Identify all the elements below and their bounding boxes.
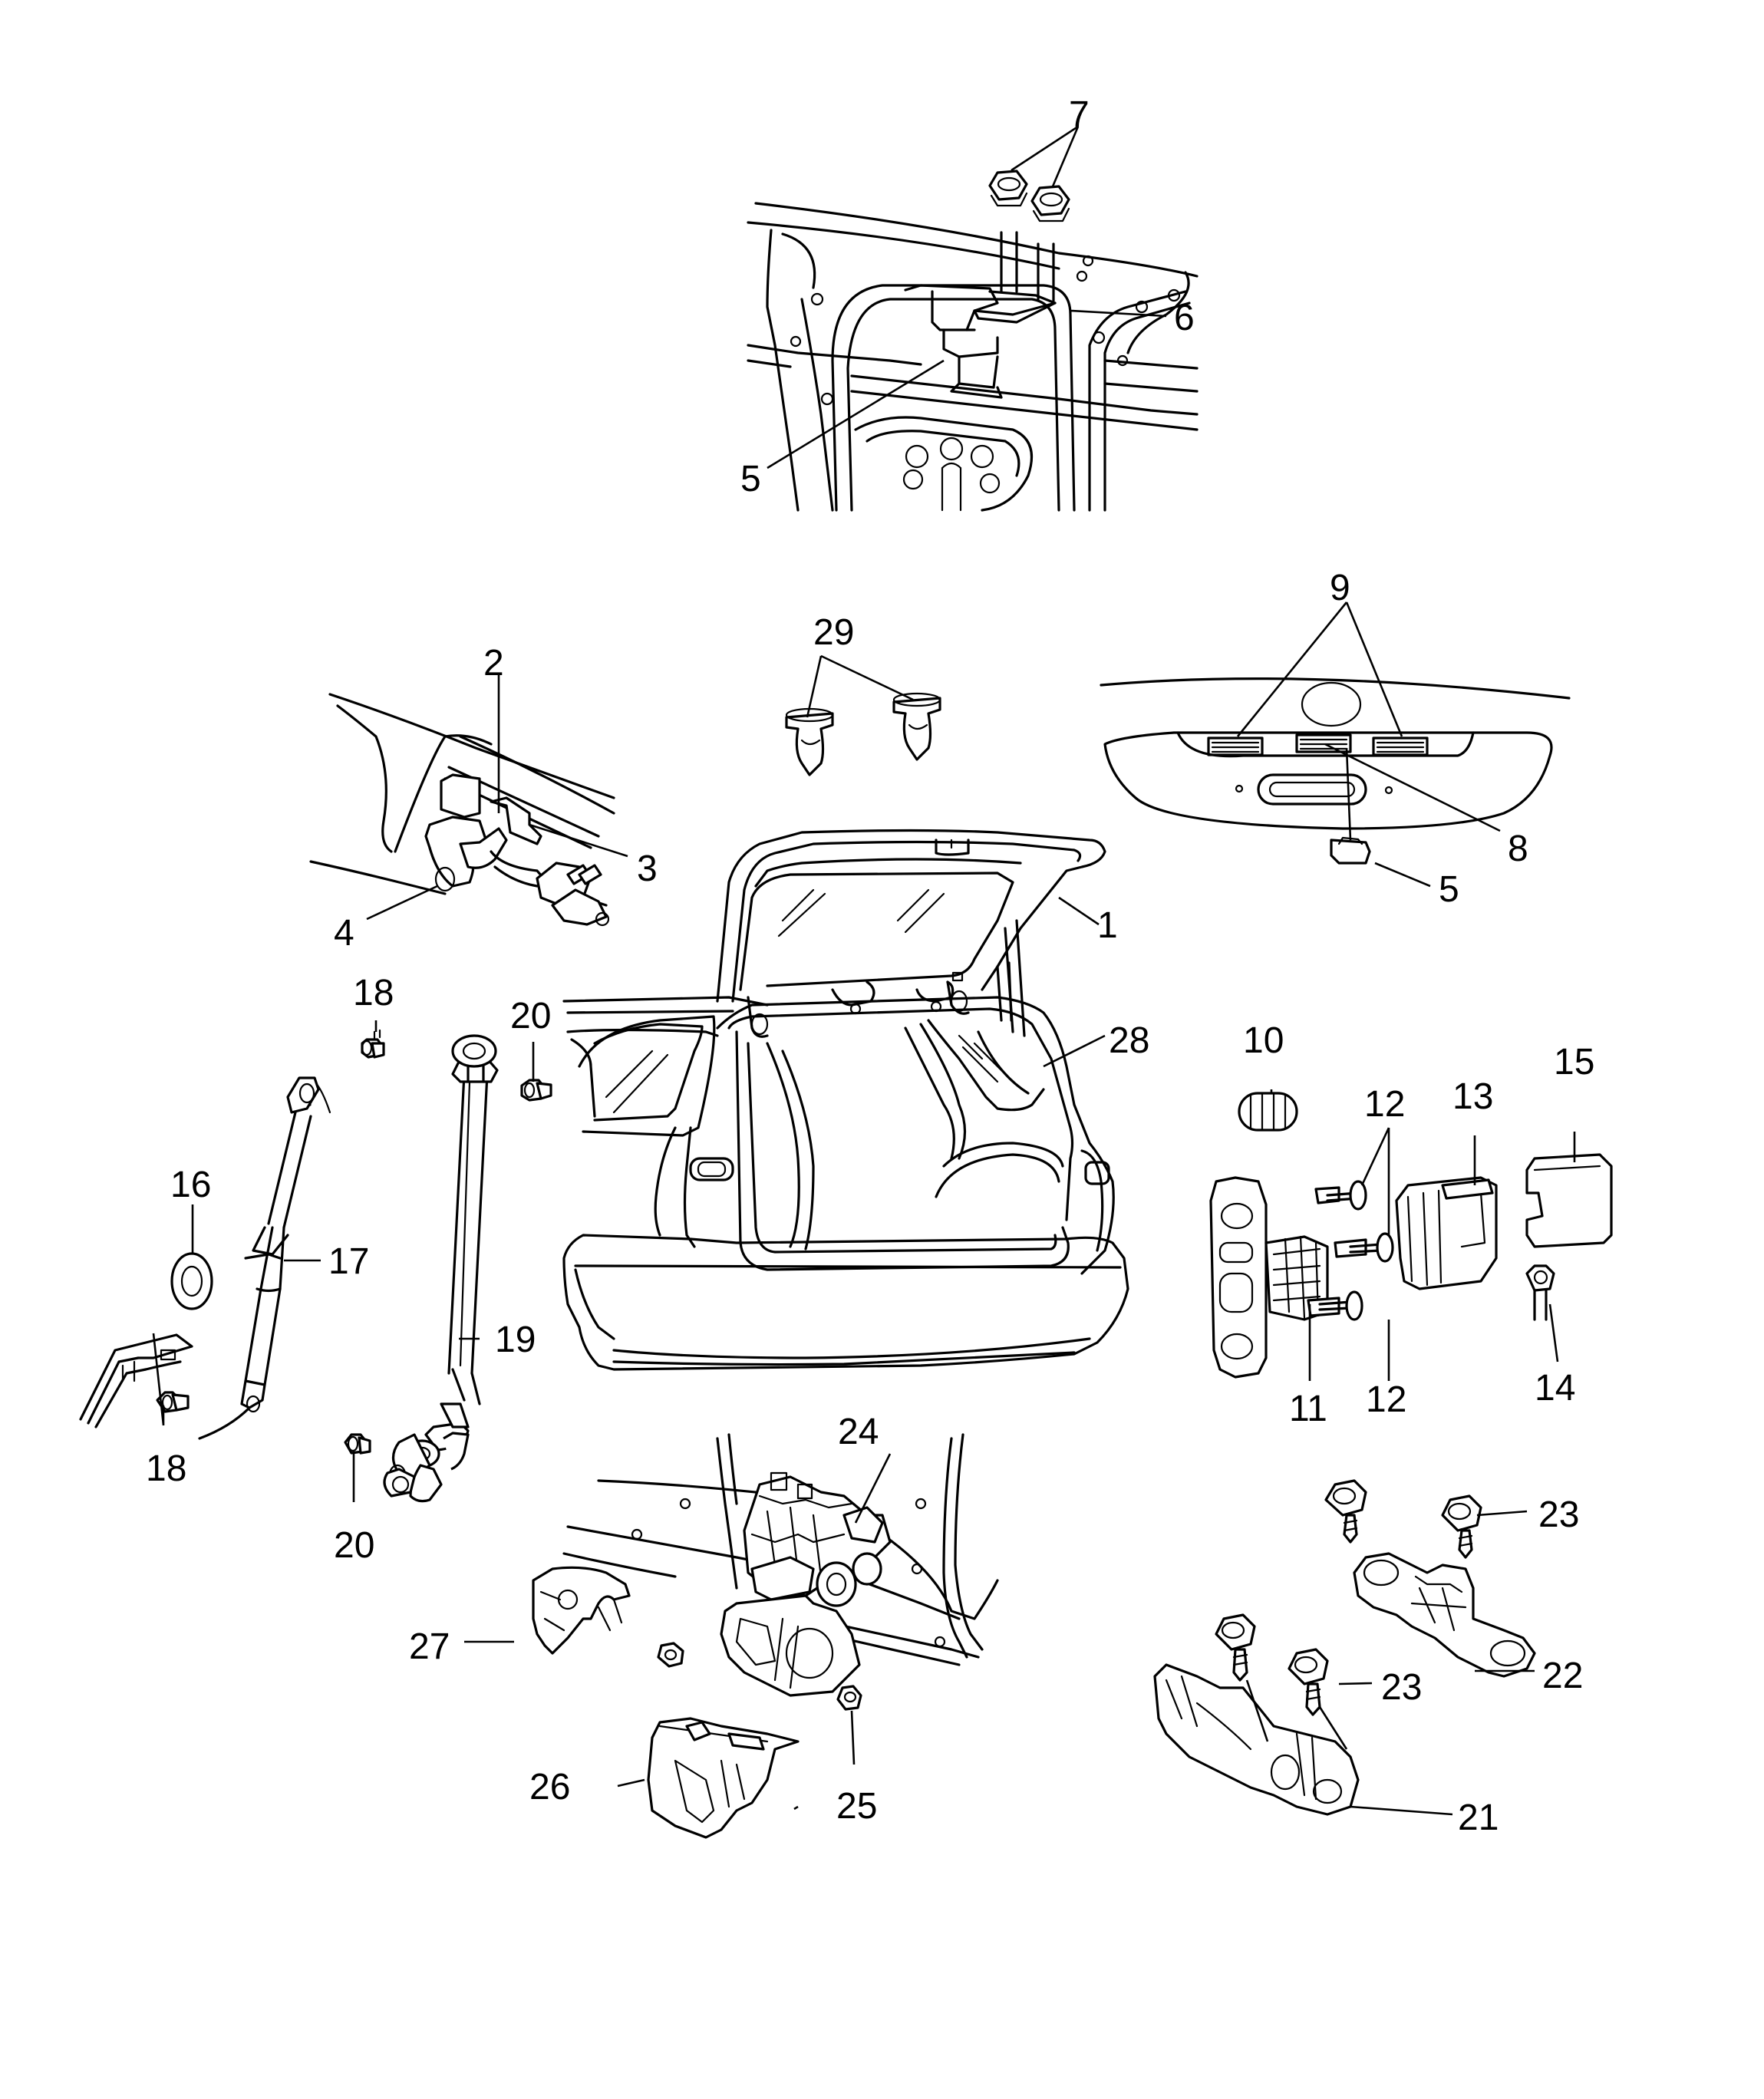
callout-20-top: 20 xyxy=(510,996,551,1036)
callout-19: 19 xyxy=(495,1320,536,1360)
roof-hinge-inset xyxy=(747,170,1199,512)
callout-12-bottom: 12 xyxy=(1366,1379,1406,1420)
callout-5-top: 5 xyxy=(740,459,761,499)
callout-9: 9 xyxy=(1330,568,1350,608)
callout-26: 26 xyxy=(529,1767,570,1807)
lock-group xyxy=(532,1433,999,1839)
callout-7: 7 xyxy=(1069,94,1090,135)
callout-23-bottom: 23 xyxy=(1381,1667,1422,1708)
callout-5-handle: 5 xyxy=(1439,869,1459,910)
callout-4: 4 xyxy=(334,913,354,954)
bolts-18-20 xyxy=(156,1029,552,1455)
callout-21: 21 xyxy=(1458,1797,1499,1838)
callout-18-top: 18 xyxy=(353,973,394,1013)
callout-15: 15 xyxy=(1554,1042,1594,1082)
callout-14: 14 xyxy=(1535,1368,1575,1409)
callout-3: 3 xyxy=(637,848,658,889)
callout-16: 16 xyxy=(170,1165,211,1205)
hinge-assembly xyxy=(309,693,615,927)
callout-24: 24 xyxy=(838,1412,879,1452)
hinges-21-22 xyxy=(1153,1479,1536,1816)
callout-25: 25 xyxy=(836,1786,877,1827)
callout-20-bottom: 20 xyxy=(334,1525,374,1566)
gas-struts xyxy=(198,1034,499,1503)
callout-22: 22 xyxy=(1542,1656,1583,1696)
washer-bracket xyxy=(79,1252,213,1428)
callout-17: 17 xyxy=(328,1241,369,1282)
callout-28: 28 xyxy=(1109,1020,1149,1061)
callout-11: 11 xyxy=(1289,1389,1327,1429)
car-body xyxy=(562,829,1129,1371)
callout-labels: 1 2 3 4 5 5 6 7 8 9 10 11 12 12 13 14 15… xyxy=(146,94,1594,1838)
striker-group xyxy=(1209,1092,1613,1379)
callout-13: 13 xyxy=(1452,1076,1493,1117)
callout-12-top: 12 xyxy=(1364,1084,1405,1125)
callout-10: 10 xyxy=(1243,1020,1284,1061)
callout-2: 2 xyxy=(483,643,504,684)
callout-18-bottom: 18 xyxy=(146,1448,186,1489)
callout-6: 6 xyxy=(1174,298,1195,338)
callout-1: 1 xyxy=(1097,905,1118,946)
leader-lines xyxy=(152,125,1576,1816)
callout-29: 29 xyxy=(813,612,854,653)
handle-panel xyxy=(1100,677,1571,865)
callout-8: 8 xyxy=(1508,829,1528,869)
callout-23-top: 23 xyxy=(1538,1494,1579,1535)
callout-27: 27 xyxy=(409,1626,450,1667)
